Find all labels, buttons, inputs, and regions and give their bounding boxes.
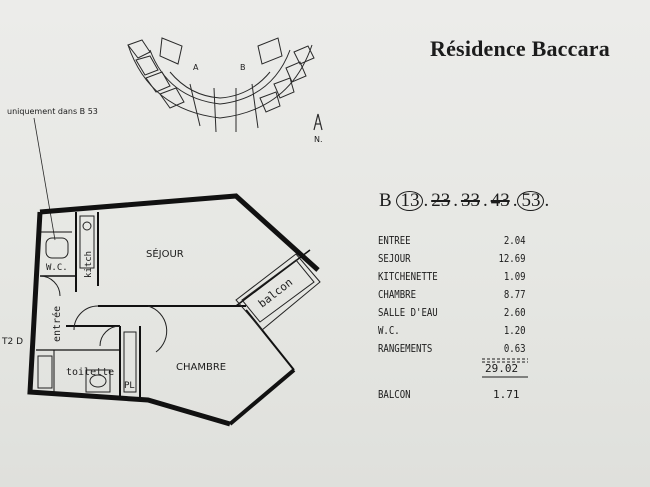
area-row: W.C. 1.20: [378, 324, 526, 342]
balcon-area-name: BALCON: [378, 388, 411, 401]
total-area: 29.02: [485, 362, 519, 375]
area-name: SALLE D'EAU: [378, 306, 438, 319]
area-name: RANGEMENTS: [378, 342, 433, 355]
total-separator: [482, 358, 528, 363]
north-arrow-icon: [313, 113, 323, 131]
apartment-walls: [27, 193, 320, 427]
residence-title: Résidence Baccara: [430, 36, 610, 61]
balcony: [235, 253, 321, 331]
north-label: N.: [314, 135, 323, 144]
area-row: ENTREE 2.04: [378, 234, 526, 252]
area-row: KITCHENETTE 1.09: [378, 270, 526, 288]
area-row: CHAMBRE 8.77: [378, 288, 526, 306]
area-name: SEJOUR: [378, 252, 411, 265]
room-entree-label: entrée: [51, 306, 63, 342]
area-value: 0.63: [503, 342, 526, 355]
fixtures: [37, 215, 137, 393]
area-value: 1.20: [503, 324, 526, 337]
area-table: ENTREE 2.04 SEJOUR 12.69 KITCHENETTE 1.09 C…: [378, 234, 526, 360]
unit-separator: .: [482, 190, 488, 211]
site-plan: [127, 37, 315, 133]
area-value: 1.09: [503, 270, 526, 283]
room-toilette-label: toilette: [66, 367, 114, 378]
unit-separator: .: [544, 190, 550, 211]
balcon-area-value: 1.71: [493, 388, 520, 401]
area-name: CHAMBRE: [378, 288, 417, 301]
unit-number: 43: [490, 190, 510, 211]
unit-number: 33: [460, 190, 480, 211]
room-wc-label: W.C.: [46, 263, 68, 273]
unit-separator: .: [453, 190, 458, 211]
room-sejour-label: SÉJOUR: [146, 247, 184, 260]
area-row: SALLE D'EAU 2.60: [378, 306, 526, 324]
area-row: SEJOUR 12.69: [378, 252, 526, 270]
unit-separator: .: [512, 190, 518, 211]
site-label-a: A: [193, 63, 199, 72]
unit-reference: B 13.23.33.43.53.: [379, 190, 549, 212]
type-label: T2 D: [1, 337, 23, 347]
total-underline: [482, 376, 528, 378]
area-name: ENTREE: [378, 234, 411, 247]
site-label-b: B: [240, 63, 246, 72]
area-value: 2.60: [503, 306, 526, 319]
unit-number: 53: [517, 191, 545, 211]
room-kitch-label: kitch: [84, 251, 94, 278]
unit-number: 23: [431, 190, 451, 211]
area-row: RANGEMENTS 0.63: [378, 342, 526, 360]
unit-numbers: 13.23.33.43.53.: [396, 190, 549, 211]
area-value: 12.69: [498, 252, 526, 265]
building-letter: B: [379, 190, 392, 211]
unit-separator: .: [423, 190, 429, 211]
annotation-note: uniquement dans B 53: [7, 107, 98, 116]
area-value: 8.77: [503, 288, 526, 301]
area-value: 2.04: [503, 234, 526, 247]
room-pl-label: PL: [124, 381, 134, 391]
unit-number: 13: [396, 191, 424, 211]
area-name: KITCHENETTE: [378, 270, 438, 283]
area-name: W.C.: [378, 324, 400, 337]
room-chambre-label: CHAMBRE: [176, 362, 226, 373]
door-swings: [39, 275, 168, 353]
